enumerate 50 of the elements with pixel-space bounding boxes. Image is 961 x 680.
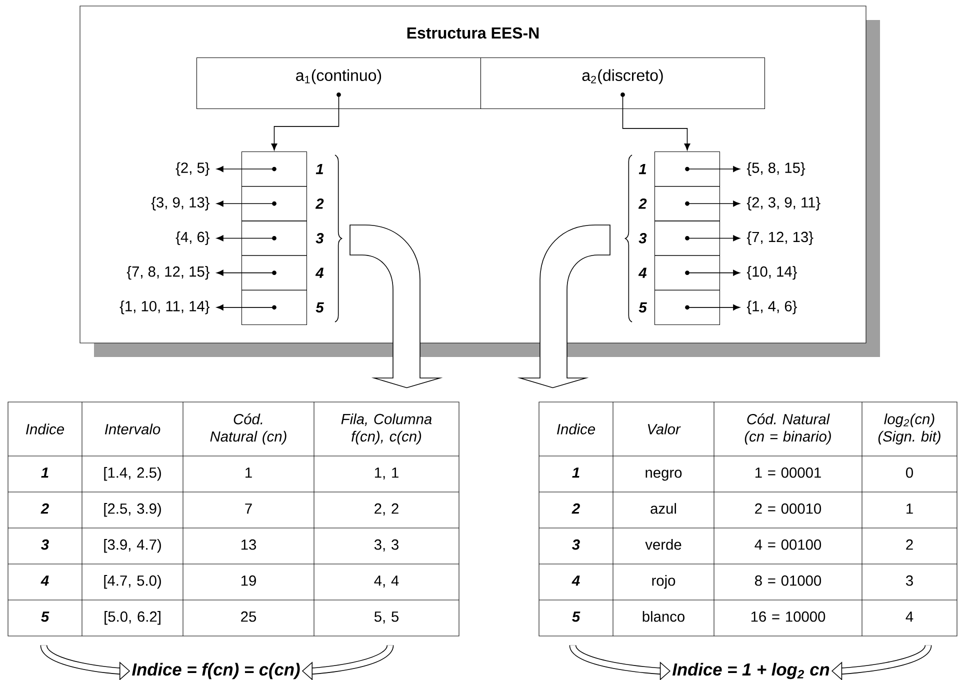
- table-value: [4.7, 5.0): [104, 575, 161, 589]
- table-value: 8 = 01000: [755, 575, 822, 586]
- table-value: 1: [246, 468, 252, 478]
- table-value: 16 = 10000: [751, 611, 826, 622]
- table-value: 13: [241, 539, 256, 550]
- column-header: log$_{2}$(cn) (Sign. bit): [878, 414, 940, 444]
- equation: Indice = f(cn) = c(cn): [132, 662, 300, 680]
- row-number: 2: [572, 503, 580, 514]
- table-value: azul: [650, 503, 676, 514]
- column-header: Intervalo: [104, 424, 160, 434]
- table-value: 19: [241, 575, 256, 586]
- column-header: Cód. Natural (cn): [210, 413, 286, 445]
- table-value: 4 = 00100: [754, 539, 822, 550]
- row-number: 2: [40, 503, 49, 514]
- row-number: 3: [572, 539, 580, 550]
- equation: Indice = 1 + log$_{2}$ cn: [672, 662, 830, 680]
- column-header: Fila, Columna f(cn), c(cn): [341, 414, 432, 444]
- table-value: [3.9, 4.7): [104, 539, 161, 553]
- row-number: 5: [572, 612, 580, 622]
- column-header: Valor: [648, 424, 681, 434]
- row-number: 3: [41, 539, 49, 550]
- table-value: 0: [906, 467, 913, 478]
- table-value: 2 = 00010: [755, 503, 822, 514]
- table-value: 2, 2: [374, 503, 398, 516]
- table-value: 4: [906, 612, 914, 622]
- column-header: Indice: [557, 424, 596, 434]
- table-value: 7: [245, 504, 252, 514]
- table-value: negro: [646, 470, 682, 481]
- table-value: 4, 4: [374, 576, 399, 588]
- table-value: blanco: [642, 611, 684, 622]
- table-value: 3, 3: [374, 539, 398, 552]
- table-value: rojo: [652, 575, 676, 589]
- table-value: 1: [906, 504, 913, 514]
- table-value: 1 = 00001: [755, 467, 821, 478]
- row-number: 1: [41, 468, 48, 478]
- table-value: 3: [906, 575, 913, 586]
- row-number: 4: [40, 576, 49, 586]
- column-header: Indice: [26, 424, 64, 434]
- table-value: [5.0, 6.2]: [104, 611, 160, 625]
- table-value: 25: [241, 611, 256, 622]
- table-value: [2.5, 3.9): [104, 503, 161, 517]
- row-number: 4: [572, 576, 580, 586]
- row-number: 1: [572, 468, 580, 478]
- table-value: 5, 5: [374, 612, 398, 624]
- column-header: Cód. Natural (cn = binario): [744, 413, 831, 445]
- table-value: [1.4, 2.5): [104, 467, 161, 481]
- table-value: verde: [645, 539, 682, 550]
- table-value: 2: [906, 539, 913, 550]
- row-number: 5: [41, 612, 50, 622]
- table-value: 1, 1: [374, 468, 398, 480]
